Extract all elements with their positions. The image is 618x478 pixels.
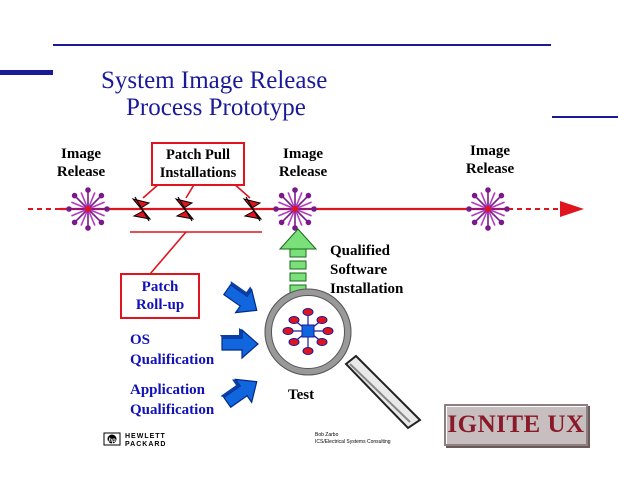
app-qualification-label: Application Qualification	[130, 382, 215, 418]
image-release-label-2: Image Release	[278, 146, 328, 180]
author-line-1: Bob Zarbo	[315, 432, 339, 438]
image-release-label-3: Image Release	[465, 143, 515, 177]
image-release-label-1: Image Release	[56, 146, 106, 180]
top-rule	[53, 44, 551, 46]
blue-arrow-icon	[216, 274, 267, 323]
ignite-ux-badge-text: IGNITE UX	[447, 411, 585, 438]
right-rule	[552, 116, 618, 118]
page-title-line-2: Process Prototype	[126, 94, 306, 121]
svg-text:hp: hp	[108, 438, 116, 444]
patch-rollup-label: Patch Roll-up	[135, 279, 185, 313]
green-up-arrow	[278, 228, 318, 294]
qualified-install-label: Qualified Software Installation	[330, 243, 404, 297]
author-credit: Bob Zarbo ICS/Electrical Systems Consult…	[315, 432, 391, 446]
starburst-icon	[273, 187, 317, 231]
page-title-line-1: System Image Release	[101, 67, 328, 94]
hp-logo-text: HEWLETT PACKARD	[125, 433, 166, 449]
os-qualification-label: OS Qualification	[130, 332, 215, 368]
author-line-2: ICS/Electrical Systems Consulting	[315, 439, 391, 445]
patch-pull-box: Patch Pull Installations	[151, 142, 245, 186]
test-label: Test	[288, 387, 315, 403]
left-accent-bar	[0, 70, 53, 75]
blue-arrow-icon	[215, 367, 266, 416]
rollup-bracket	[130, 231, 262, 275]
starburst-icon	[66, 187, 110, 231]
patch-rollup-box: Patch Roll-up	[120, 273, 200, 319]
blue-arrow-icon	[219, 327, 259, 359]
hp-logo-line-1: HEWLETT	[125, 433, 166, 440]
magnifier-icon	[264, 288, 422, 430]
hp-logo-icon: hp	[103, 432, 121, 446]
ignite-ux-badge: IGNITE UX	[444, 404, 588, 446]
patch-pull-label: Patch Pull Installations	[159, 147, 237, 181]
starburst-icon	[466, 187, 510, 231]
hp-logo-line-2: PACKARD	[125, 441, 167, 448]
